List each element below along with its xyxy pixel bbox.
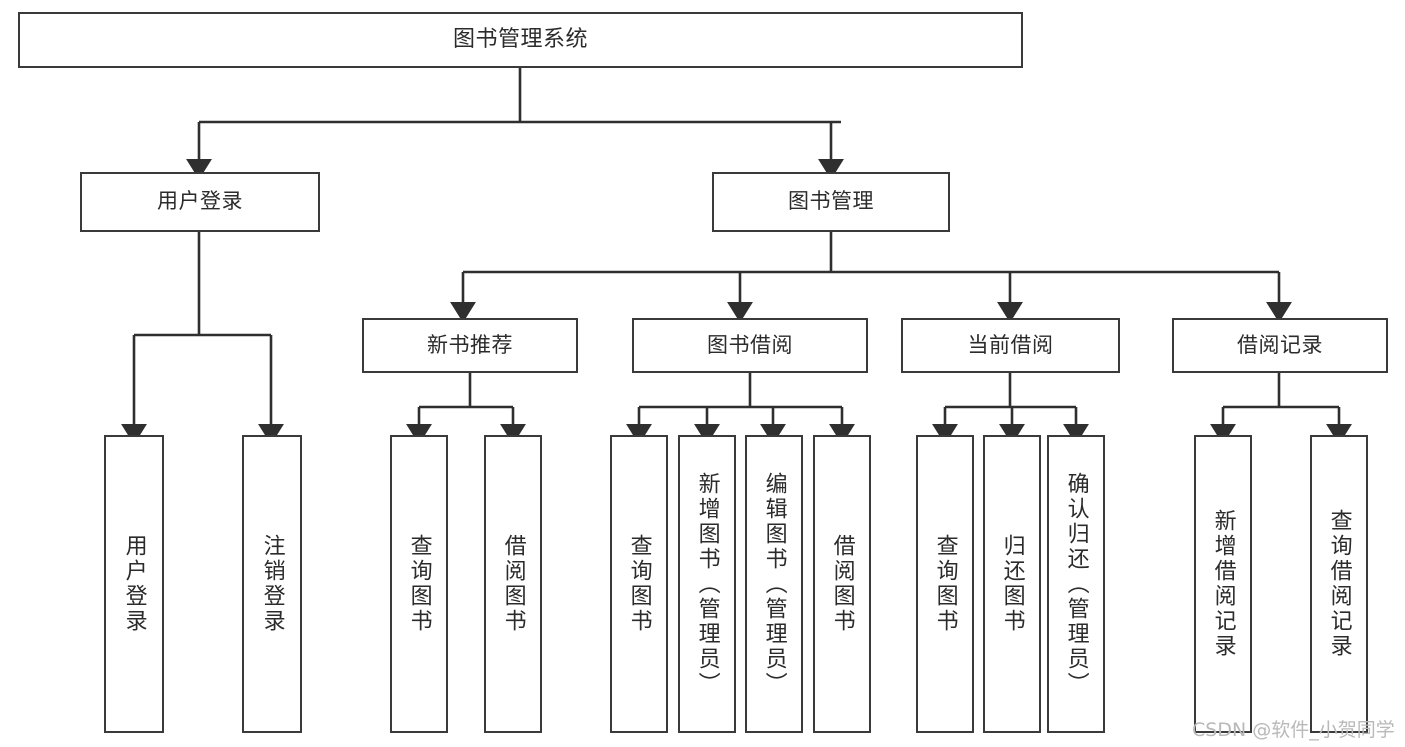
node-label: 图书借阅 xyxy=(707,332,793,357)
node-book-management-system[interactable]: 图书管理系统 xyxy=(18,12,1023,68)
node-label: 新增借阅记录 xyxy=(1210,509,1236,659)
node-label: 借阅图书 xyxy=(829,534,855,634)
node-book-borrowing[interactable]: 图书借阅 xyxy=(632,318,868,373)
leaf-logout[interactable]: 注销登录 xyxy=(242,435,302,733)
leaf-query-book-borrow[interactable]: 查询图书 xyxy=(610,435,668,733)
node-label: 注销登录 xyxy=(259,534,285,634)
leaf-confirm-return-admin[interactable]: 确认归还（管理员） xyxy=(1047,435,1105,733)
node-new-book-recommendation[interactable]: 新书推荐 xyxy=(362,318,578,373)
leaf-return-book[interactable]: 归还图书 xyxy=(983,435,1041,733)
node-user-login[interactable]: 用户登录 xyxy=(80,172,320,232)
node-label: 当前借阅 xyxy=(967,332,1054,357)
node-label: 用户登录 xyxy=(121,534,147,634)
node-label: 新书推荐 xyxy=(427,332,513,357)
node-label: 查询图书 xyxy=(406,534,432,634)
leaf-query-book-current[interactable]: 查询图书 xyxy=(916,435,974,733)
node-label: 图书管理系统 xyxy=(452,26,588,52)
node-label: 图书管理 xyxy=(788,189,874,214)
node-label: 查询图书 xyxy=(932,534,958,634)
node-label: 新增图书（管理员） xyxy=(694,471,720,697)
node-current-borrowing[interactable]: 当前借阅 xyxy=(901,318,1120,373)
leaf-borrow-book[interactable]: 借阅图书 xyxy=(813,435,871,733)
node-label: 用户登录 xyxy=(157,189,243,214)
node-label: 查询借阅记录 xyxy=(1326,509,1352,659)
node-label: 编辑图书（管理员） xyxy=(761,471,787,697)
node-label: 查询图书 xyxy=(626,534,652,634)
leaf-edit-book-admin[interactable]: 编辑图书（管理员） xyxy=(745,435,803,733)
csdn-watermark: CSDN @软件_小贺同学 xyxy=(1192,715,1395,742)
watermark-text: CSDN @软件_小贺同学 xyxy=(1192,719,1395,741)
leaf-add-book-admin[interactable]: 新增图书（管理员） xyxy=(678,435,736,733)
leaf-query-borrow-record[interactable]: 查询借阅记录 xyxy=(1310,435,1368,733)
node-label: 确认归还（管理员） xyxy=(1063,471,1089,697)
leaf-user-login[interactable]: 用户登录 xyxy=(104,435,164,733)
node-label: 借阅记录 xyxy=(1237,332,1323,357)
leaf-add-borrow-record[interactable]: 新增借阅记录 xyxy=(1194,435,1252,733)
node-label: 借阅图书 xyxy=(500,534,526,634)
leaf-borrow-book-recommend[interactable]: 借阅图书 xyxy=(484,435,542,733)
leaf-query-book-recommend[interactable]: 查询图书 xyxy=(390,435,448,733)
node-book-management[interactable]: 图书管理 xyxy=(712,172,950,232)
node-borrowing-records[interactable]: 借阅记录 xyxy=(1172,318,1388,373)
node-label: 归还图书 xyxy=(999,534,1025,634)
